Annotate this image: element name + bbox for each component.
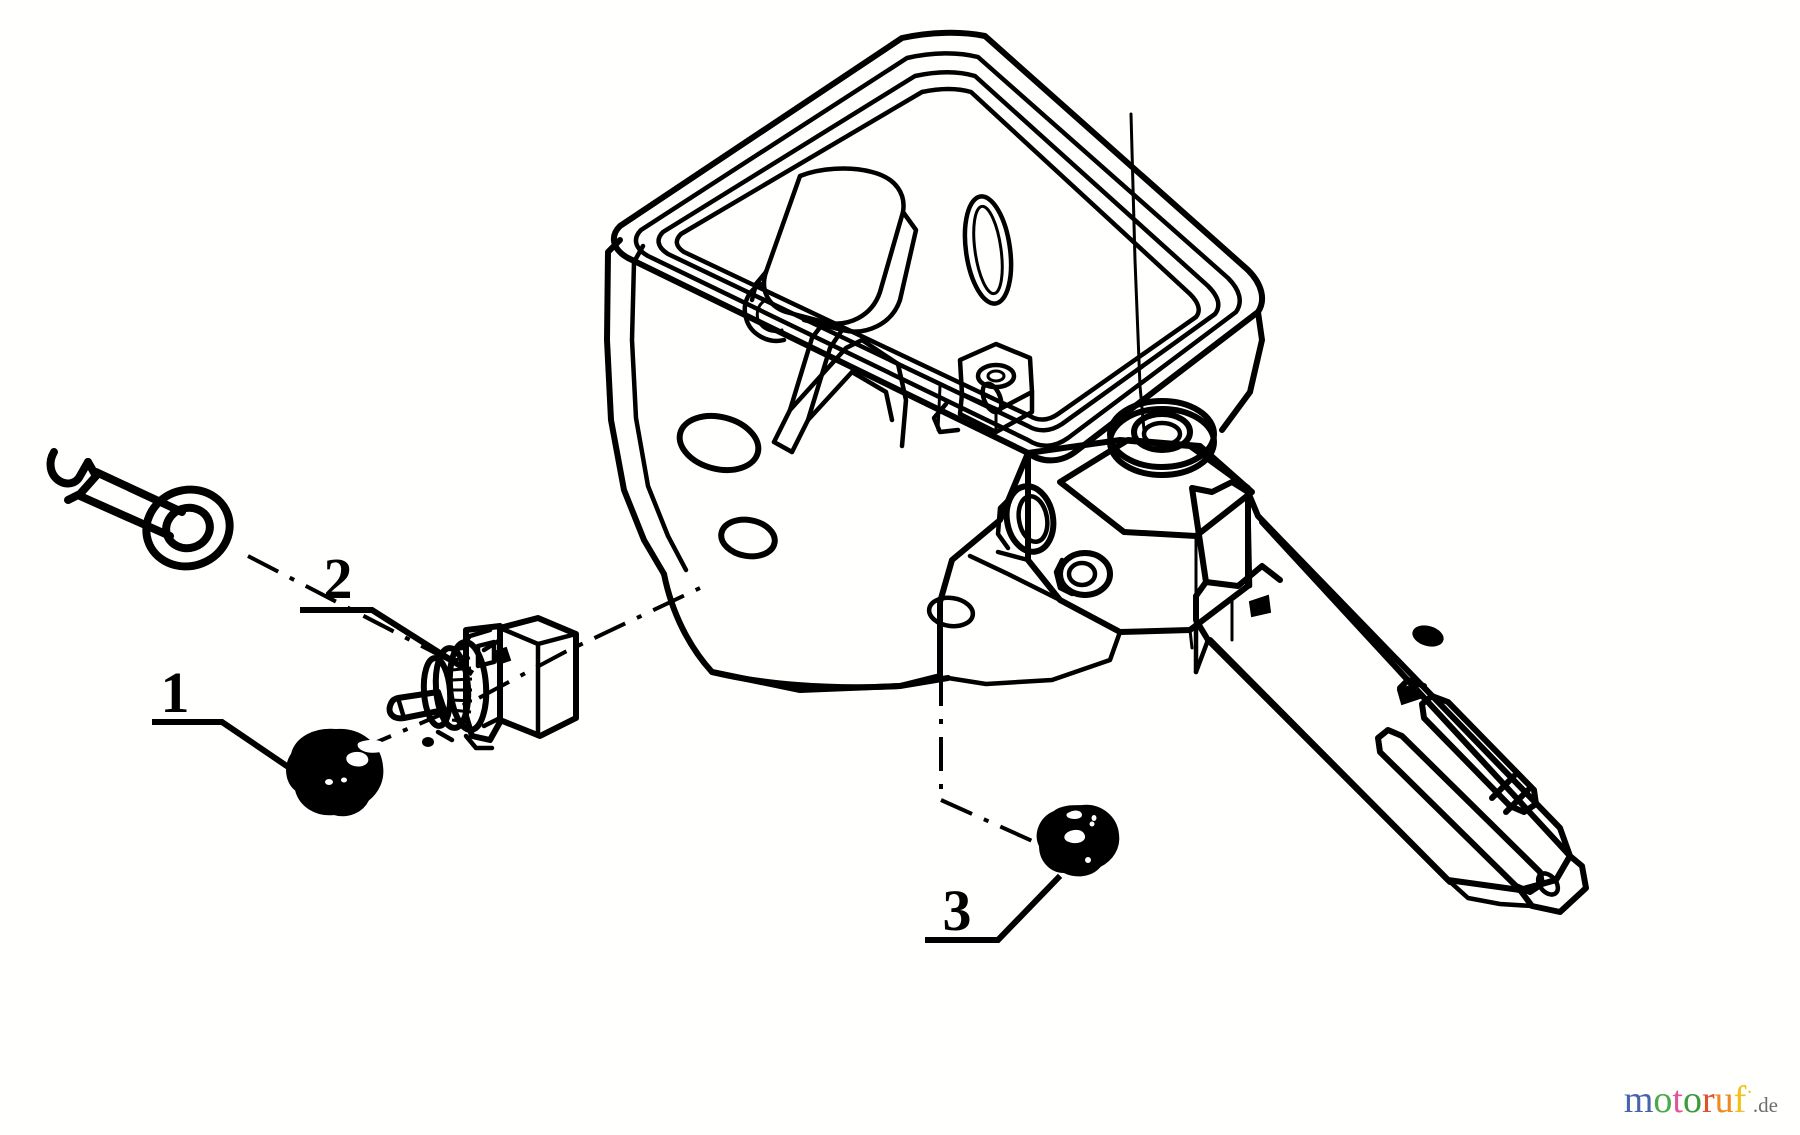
centerline-bumper-to-housing-b [940, 798, 1049, 850]
motoruf-watermark: motoruf·.de [1624, 1081, 1778, 1119]
rubber-bumper [1036, 804, 1120, 877]
control-knob [286, 728, 387, 817]
callout-number-1: 1 [161, 660, 190, 725]
watermark-accent-dot: · [1746, 1081, 1753, 1104]
watermark-letter-o2: o [1682, 1079, 1702, 1121]
watermark-letter-r: r [1701, 1079, 1715, 1121]
watermark-letter-o1: o [1653, 1079, 1673, 1121]
leader-line-1 [152, 719, 305, 780]
slotted-handle-arm [1189, 479, 1589, 915]
callout-numbers-group: 1 2 3 [161, 546, 972, 943]
callout-leaders-group [152, 607, 1063, 943]
leader-line-3 [925, 873, 1063, 943]
watermark-tld: .de [1752, 1093, 1778, 1117]
centerline-switch-to-housing [299, 586, 701, 777]
switch-nut-wrench [46, 448, 234, 571]
centerlines-group [247, 554, 1049, 850]
watermark-letter-t: t [1672, 1079, 1683, 1121]
watermark-letter-u: u [1714, 1079, 1734, 1121]
pivot-boss-block [945, 398, 1255, 687]
callout-number-3: 3 [943, 878, 972, 943]
control-console-housing [604, 29, 1266, 693]
watermark-letter-m: m [1623, 1079, 1654, 1121]
watermark-letter-f: f [1733, 1079, 1747, 1121]
leader-line-2 [300, 607, 475, 677]
toggle-switch [386, 615, 579, 751]
callout-number-2: 2 [324, 546, 353, 611]
